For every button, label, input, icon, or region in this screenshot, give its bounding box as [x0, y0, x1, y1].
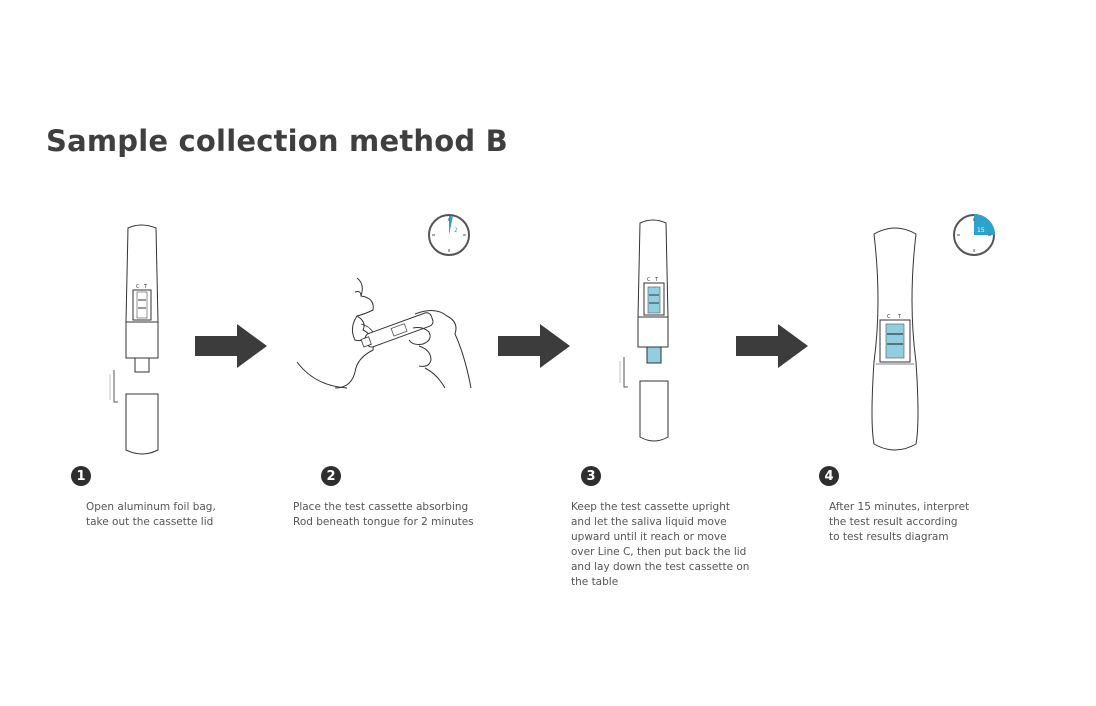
step-3-illustration: C T [619, 219, 669, 442]
cassette-mark-c: C [136, 284, 140, 290]
timer-label: 15 [977, 227, 985, 234]
step-3-line: over Line C, then put back the lid [571, 546, 747, 558]
step-1-line: Open aluminum foil bag, [86, 501, 216, 513]
step-1-description: Open aluminum foil bag, take out the cas… [86, 500, 216, 530]
cassette-mark-c: C [887, 314, 891, 320]
step-1-illustration: C T [109, 224, 159, 455]
step-3-number-badge: 3 [581, 466, 601, 486]
arrow-right-icon [195, 324, 267, 368]
step-4-line: After 15 minutes, interpret [829, 501, 970, 513]
step-3-line: Keep the test cassette upright [571, 501, 730, 513]
step-3-line: the table [571, 576, 619, 588]
step-2-line: Place the test cassette absorbing [293, 501, 469, 513]
step-4-illustration: C T [871, 227, 919, 451]
step-2-line: Rod beneath tongue for 2 minutes [293, 516, 474, 528]
step-4-description: After 15 minutes, interpret the test res… [829, 500, 969, 545]
step-3-line: and let the saliva liquid move [571, 516, 727, 528]
step-4-line: to test results diagram [829, 531, 949, 543]
step-3-line: and lay down the test cassette on [571, 561, 750, 573]
cassette-lid [125, 393, 159, 455]
timer-progress-wedge [974, 214, 995, 235]
step-2-description: Place the test cassette absorbing Rod be… [293, 500, 474, 530]
cassette-mark-t: T [654, 277, 659, 283]
cassette-mark-t: T [897, 314, 902, 320]
step-2-illustration [296, 277, 472, 389]
step-1-line: take out the cassette lid [86, 516, 214, 528]
arrow-right-icon [498, 324, 570, 368]
step-3-description: Keep the test cassette upright and let t… [571, 500, 749, 590]
step-4-number-badge: 4 [819, 466, 839, 486]
timer-progress-wedge [449, 216, 453, 235]
timer-15-minutes-icon: 15 [953, 214, 995, 256]
step-3-line: upward until it reach or move [571, 531, 727, 543]
page-title: Sample collection method B [46, 124, 508, 158]
step-4-line: the test result according [829, 516, 958, 528]
arrow-right-icon [736, 324, 808, 368]
timer-2-minutes-icon: 2 [428, 214, 470, 256]
timer-label: 2 [454, 227, 458, 234]
cassette-mark-c: C [647, 277, 651, 283]
cassette-mark-t: T [143, 284, 148, 290]
step-2-number-badge: 2 [321, 466, 341, 486]
step-1-number-badge: 1 [71, 466, 91, 486]
